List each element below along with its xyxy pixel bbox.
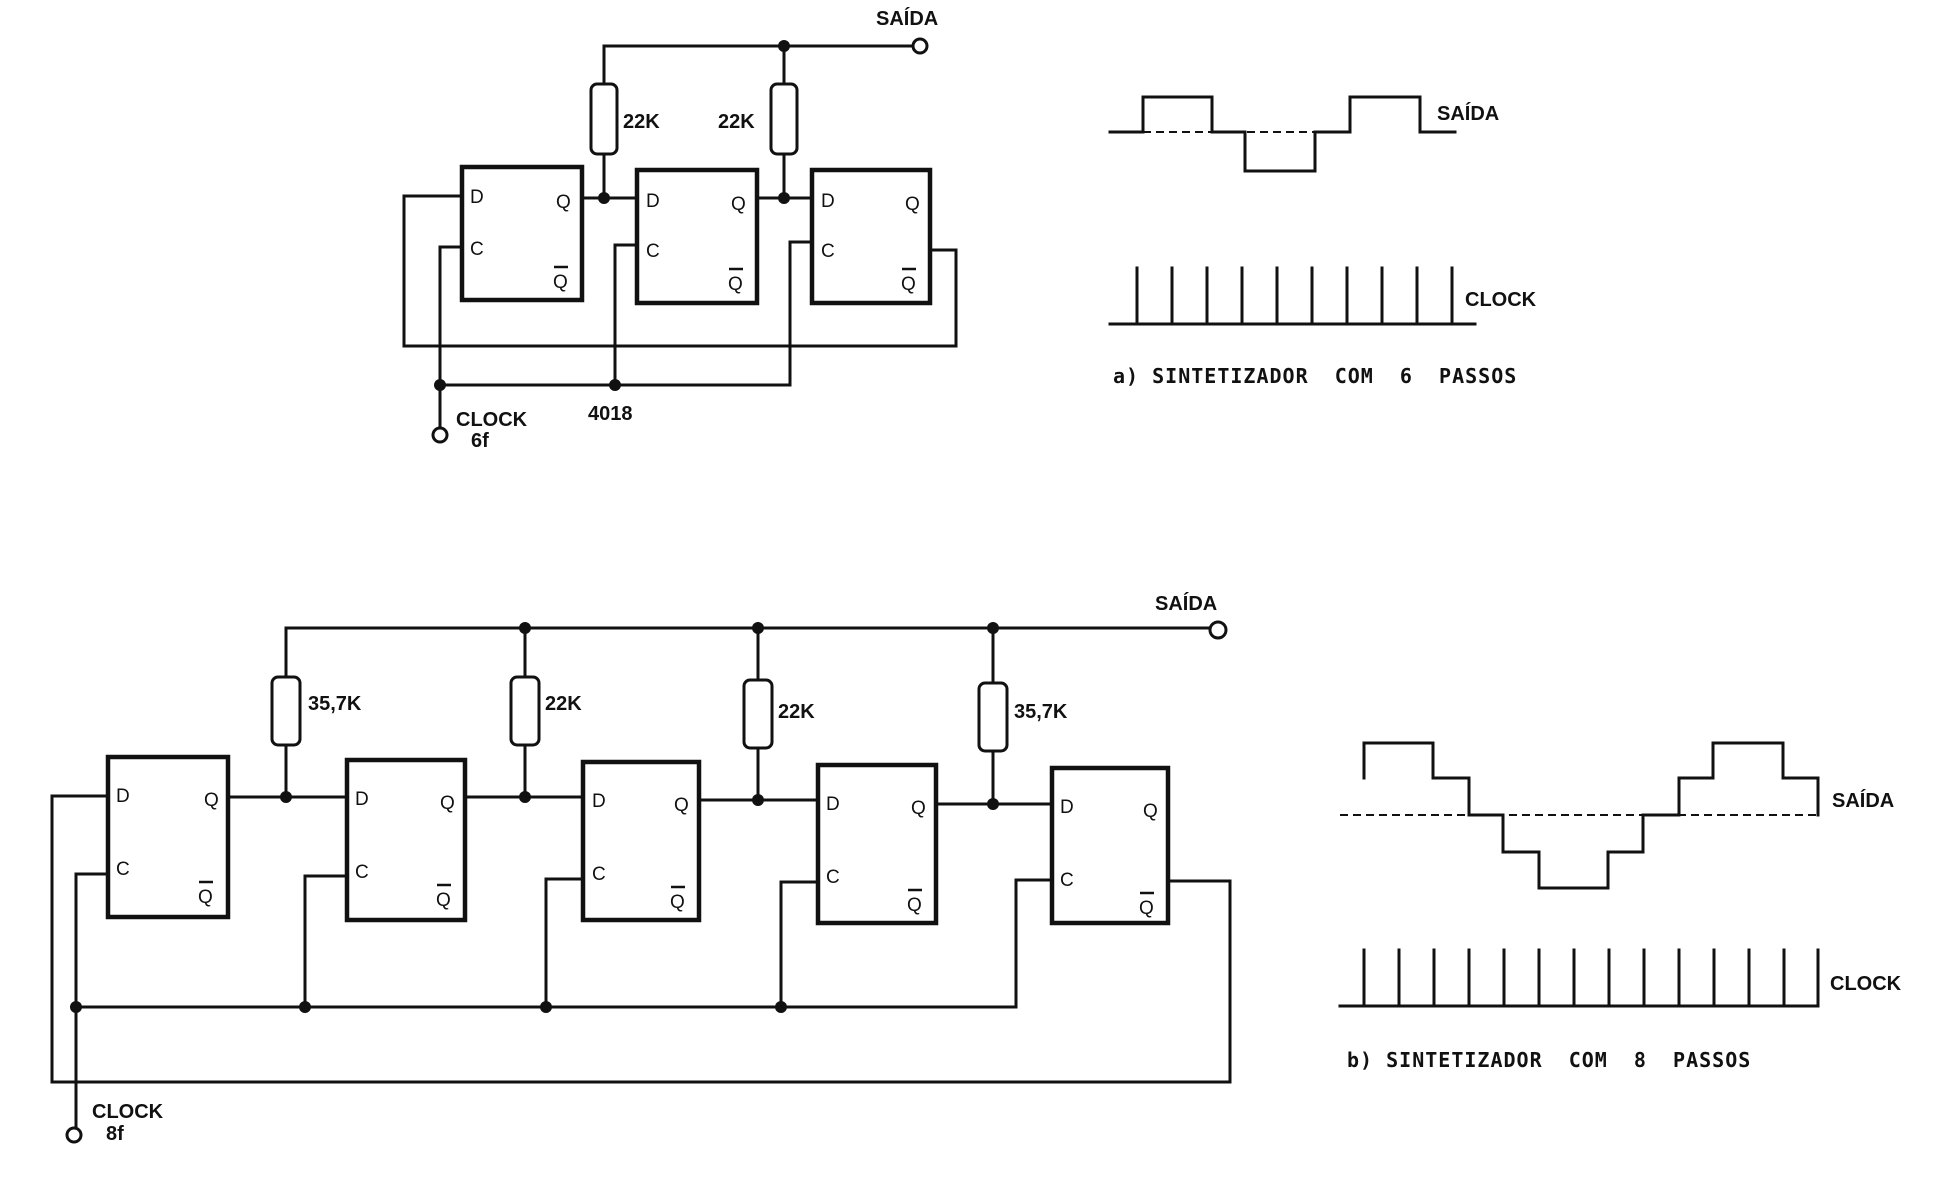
top-clock-freq: 6f bbox=[471, 430, 489, 452]
wave-a-clock-label: CLOCK bbox=[1465, 289, 1537, 311]
top-clock-terminal bbox=[431, 426, 449, 444]
svg-text:D: D bbox=[355, 789, 369, 810]
top-output-label: SAÍDA bbox=[876, 7, 938, 30]
top-clock-label: CLOCK bbox=[456, 409, 528, 431]
svg-text:D: D bbox=[1060, 797, 1074, 818]
svg-text:C: C bbox=[1060, 870, 1074, 891]
bottom-flipflop-4 bbox=[815, 762, 939, 926]
svg-text:D: D bbox=[592, 791, 606, 812]
bottom-resistor-3-label: 22K bbox=[778, 701, 815, 723]
wave-b-clock-pulses bbox=[1362, 948, 1820, 1008]
top-flipflop-3 bbox=[809, 167, 933, 306]
svg-text:Q: Q bbox=[674, 795, 689, 816]
top-circuit: SAÍDA 22K 22K D Q C Q D Q C Q D Q C Q bbox=[402, 7, 958, 452]
top-resistor-1-label: 22K bbox=[623, 111, 660, 133]
bottom-clock-freq: 8f bbox=[106, 1123, 124, 1145]
svg-text:Q: Q bbox=[556, 192, 571, 213]
wave-a-output-label: SAÍDA bbox=[1437, 102, 1499, 125]
svg-text:Q: Q bbox=[731, 194, 746, 215]
svg-text:C: C bbox=[355, 862, 369, 883]
bottom-resistor-4 bbox=[977, 681, 1009, 753]
bottom-resistor-2 bbox=[509, 675, 541, 747]
svg-text:D: D bbox=[646, 191, 660, 212]
wave-b-output-label: SAÍDA bbox=[1832, 789, 1894, 812]
svg-text:Q: Q bbox=[905, 194, 920, 215]
bottom-output-terminal bbox=[1208, 620, 1228, 640]
svg-text:C: C bbox=[592, 864, 606, 885]
bottom-flipflop-5 bbox=[1049, 765, 1171, 926]
svg-text:C: C bbox=[826, 867, 840, 888]
bottom-resistor-1-label: 35,7K bbox=[308, 693, 362, 715]
wave-a-caption: a) SINTETIZADOR COM 6 PASSOS bbox=[1113, 364, 1517, 388]
svg-text:C: C bbox=[470, 239, 484, 260]
svg-text:Q: Q bbox=[1139, 898, 1154, 919]
svg-text:Q: Q bbox=[670, 892, 685, 913]
wave-a-clock-pulses bbox=[1135, 266, 1454, 326]
bottom-circuit: SAÍDA 35,7K 22K 22K 35,7K bbox=[50, 592, 1232, 1145]
top-resistor-1 bbox=[589, 82, 619, 156]
svg-text:C: C bbox=[821, 241, 835, 262]
svg-text:C: C bbox=[116, 859, 130, 880]
bottom-resistor-3 bbox=[742, 678, 774, 750]
waveform-a: SAÍDA CLOCK a) SINTETIZADOR COM 6 PASSOS bbox=[1108, 95, 1537, 388]
svg-text:C: C bbox=[646, 241, 660, 262]
svg-text:D: D bbox=[116, 786, 130, 807]
svg-text:D: D bbox=[470, 187, 484, 208]
svg-text:Q: Q bbox=[1143, 801, 1158, 822]
bottom-output-label: SAÍDA bbox=[1155, 592, 1217, 615]
svg-text:Q: Q bbox=[553, 272, 568, 293]
bottom-flipflop-3 bbox=[580, 759, 702, 923]
svg-text:Q: Q bbox=[728, 274, 743, 295]
top-output-terminal bbox=[911, 37, 929, 55]
top-resistor-2-label: 22K bbox=[718, 111, 755, 133]
svg-text:Q: Q bbox=[911, 798, 926, 819]
top-flipflop-1 bbox=[459, 164, 585, 303]
svg-text:Q: Q bbox=[198, 887, 213, 908]
wave-b-caption: b) SINTETIZADOR COM 8 PASSOS bbox=[1347, 1048, 1751, 1072]
top-flipflop-2 bbox=[634, 167, 760, 306]
waveform-b: SAÍDA CLOCK b) SINTETIZADOR COM 8 PASSOS bbox=[1338, 741, 1902, 1072]
top-resistor-2 bbox=[769, 82, 799, 156]
bottom-clock-terminal bbox=[65, 1126, 83, 1144]
svg-text:D: D bbox=[826, 794, 840, 815]
svg-text:Q: Q bbox=[440, 793, 455, 814]
bottom-resistor-4-label: 35,7K bbox=[1014, 701, 1068, 723]
wave-b-clock-label: CLOCK bbox=[1830, 973, 1902, 995]
bottom-clock-label: CLOCK bbox=[92, 1101, 164, 1123]
bottom-flipflop-2 bbox=[344, 757, 468, 923]
svg-text:Q: Q bbox=[907, 895, 922, 916]
svg-text:D: D bbox=[821, 191, 835, 212]
bottom-resistor-2-label: 22K bbox=[545, 693, 582, 715]
bottom-flipflop-1 bbox=[105, 754, 231, 920]
top-ic-label: 4018 bbox=[588, 403, 633, 425]
bottom-resistor-1 bbox=[270, 675, 302, 747]
svg-text:Q: Q bbox=[204, 790, 219, 811]
svg-text:Q: Q bbox=[436, 890, 451, 911]
svg-text:Q: Q bbox=[901, 274, 916, 295]
